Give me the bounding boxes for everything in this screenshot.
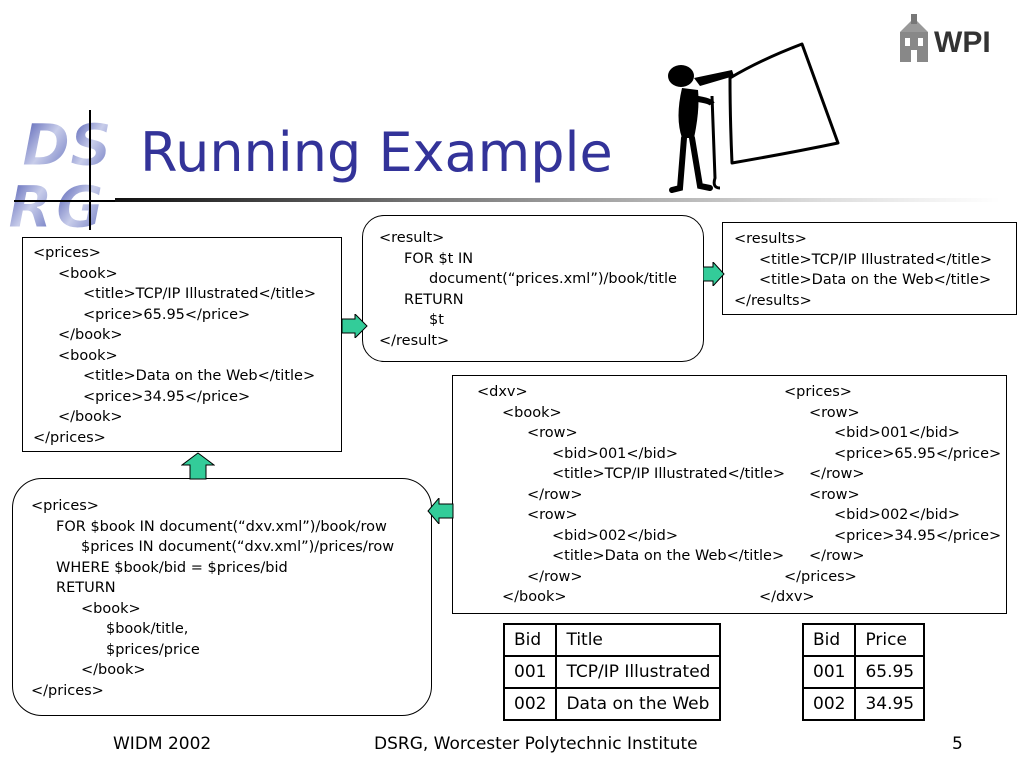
code-line: <row>: [809, 404, 860, 421]
dsrg-logo: D S R G: [8, 110, 130, 240]
code-line: $prices IN document(“dxv.xml”)/prices/ro…: [81, 539, 395, 555]
wpi-logo-text: WPI: [934, 26, 991, 59]
code-line: document(“prices.xml”)/book/title: [429, 271, 677, 287]
table-header-cell: Bid: [801, 623, 857, 657]
result-query-box: <result> FOR $t IN document(“prices.xml”…: [362, 215, 704, 362]
code-line: </book>: [58, 409, 123, 425]
table-row: Bid Title: [502, 623, 722, 657]
code-line: <row>: [527, 425, 578, 441]
code-line: WHERE $book/bid = $prices/bid: [56, 559, 288, 576]
code-line: RETURN: [404, 291, 464, 308]
code-line: $prices/price: [106, 641, 200, 658]
footer-left: WIDM 2002: [113, 734, 212, 754]
code-line: <row>: [527, 507, 578, 523]
code-line: <book>: [58, 347, 118, 364]
table-cell: 001: [502, 655, 558, 689]
code-line: $t: [429, 312, 444, 328]
title-underline: [115, 198, 1000, 202]
arrow-right-icon: [342, 314, 368, 338]
prices-xml-box: <prices> <book> <title>TCP/IP Illustrate…: [22, 237, 342, 452]
price-table: Bid Price 001 65.95 002 34.95: [801, 623, 926, 721]
code-line: <bid>001</bid>: [834, 425, 961, 441]
code-line: <bid>002</bid>: [834, 507, 961, 523]
code-line: <title>Data on the Web</title>: [83, 368, 316, 384]
code-line: <title>TCP/IP Illustrated</title>: [759, 251, 992, 268]
code-line: <result>: [379, 230, 445, 246]
dxv-prices-column: <prices> <row> <bid>001</bid> <price>65.…: [759, 382, 1001, 608]
code-line: $book/title,: [106, 621, 189, 637]
stick-figure-sign-icon: [668, 42, 840, 193]
table-cell: 65.95: [854, 655, 926, 689]
table-header-cell: Title: [555, 623, 722, 657]
code-line: <dxv>: [477, 384, 528, 400]
code-line: <prices>: [31, 498, 99, 514]
table-cell: Data on the Web: [555, 687, 722, 721]
code-line: FOR $t IN: [404, 250, 474, 267]
code-line: <price>65.95</price>: [834, 445, 1002, 462]
footer-center: DSRG, Worcester Polytechnic Institute: [374, 734, 698, 754]
page-number: 5: [952, 734, 963, 754]
table-row: 002 Data on the Web: [502, 687, 722, 721]
code-line: </row>: [809, 548, 865, 564]
table-row: 001 TCP/IP Illustrated: [502, 655, 722, 689]
code-line: <bid>001</bid>: [552, 445, 679, 462]
code-line: <row>: [809, 486, 860, 503]
dsrg-letter-d: D: [22, 111, 70, 179]
code-line: <prices>: [33, 245, 101, 261]
dsrg-letter-g: G: [56, 173, 104, 240]
code-line: <book>: [81, 600, 141, 617]
code-line: </book>: [502, 589, 567, 605]
code-line: <book>: [58, 265, 118, 282]
code-line: </prices>: [784, 568, 857, 585]
code-line: <title>TCP/IP Illustrated</title>: [83, 286, 316, 302]
table-row: 002 34.95: [801, 687, 926, 721]
code-line: </results>: [734, 292, 812, 309]
wpi-logo: WPI: [896, 14, 1006, 64]
table-header-cell: Price: [854, 623, 926, 657]
code-line: </book>: [58, 327, 123, 343]
dxv-xml-box: <dxv> <book> <row> <bid>001</bid> <title…: [452, 375, 1007, 614]
code-line: <bid>002</bid>: [552, 527, 679, 544]
view-query-box: <prices> FOR $book IN document(“dxv.xml”…: [12, 478, 432, 716]
wpi-building-icon: [900, 14, 928, 62]
code-line: </book>: [81, 662, 146, 678]
code-line: <price>34.95</price>: [834, 527, 1002, 544]
results-box: <results> <title>TCP/IP Illustrated</tit…: [722, 222, 1017, 315]
code-line: RETURN: [56, 580, 116, 596]
code-line: </result>: [379, 332, 450, 349]
dsrg-letter-r: R: [8, 173, 53, 240]
code-line: <price>65.95</price>: [83, 306, 251, 323]
code-line: <results>: [734, 231, 807, 247]
arrow-right-icon: [703, 262, 725, 286]
code-line: <title>TCP/IP Illustrated</title>: [552, 466, 785, 482]
code-line: FOR $book IN document(“dxv.xml”)/book/ro…: [56, 518, 387, 535]
slide-title: Running Example: [140, 121, 613, 184]
code-line: <price>34.95</price>: [83, 388, 251, 405]
book-table: Bid Title 001 TCP/IP Illustrated 002 Dat…: [502, 623, 722, 721]
code-line: </prices>: [31, 682, 104, 699]
table-cell: 002: [801, 687, 857, 721]
table-cell: 002: [502, 687, 558, 721]
code-line: <title>Data on the Web</title>: [759, 272, 992, 288]
table-header-cell: Bid: [502, 623, 558, 657]
code-line: <prices>: [784, 384, 852, 400]
code-line: </row>: [809, 466, 865, 482]
table-cell: TCP/IP Illustrated: [555, 655, 722, 689]
table-cell: 34.95: [854, 687, 926, 721]
dxv-book-column: <dxv> <book> <row> <bid>001</bid> <title…: [477, 382, 785, 608]
code-line: </dxv>: [759, 589, 815, 605]
table-cell: 001: [801, 655, 857, 689]
code-line: <book>: [502, 404, 562, 421]
code-line: <title>Data on the Web</title>: [552, 548, 785, 564]
table-row: 001 65.95: [801, 655, 926, 689]
arrow-up-icon: [181, 452, 215, 480]
table-row: Bid Price: [801, 623, 926, 657]
code-line: </row>: [527, 486, 583, 503]
arrow-left-icon: [427, 498, 454, 524]
code-line: </row>: [527, 568, 583, 585]
code-line: </prices>: [33, 429, 106, 446]
